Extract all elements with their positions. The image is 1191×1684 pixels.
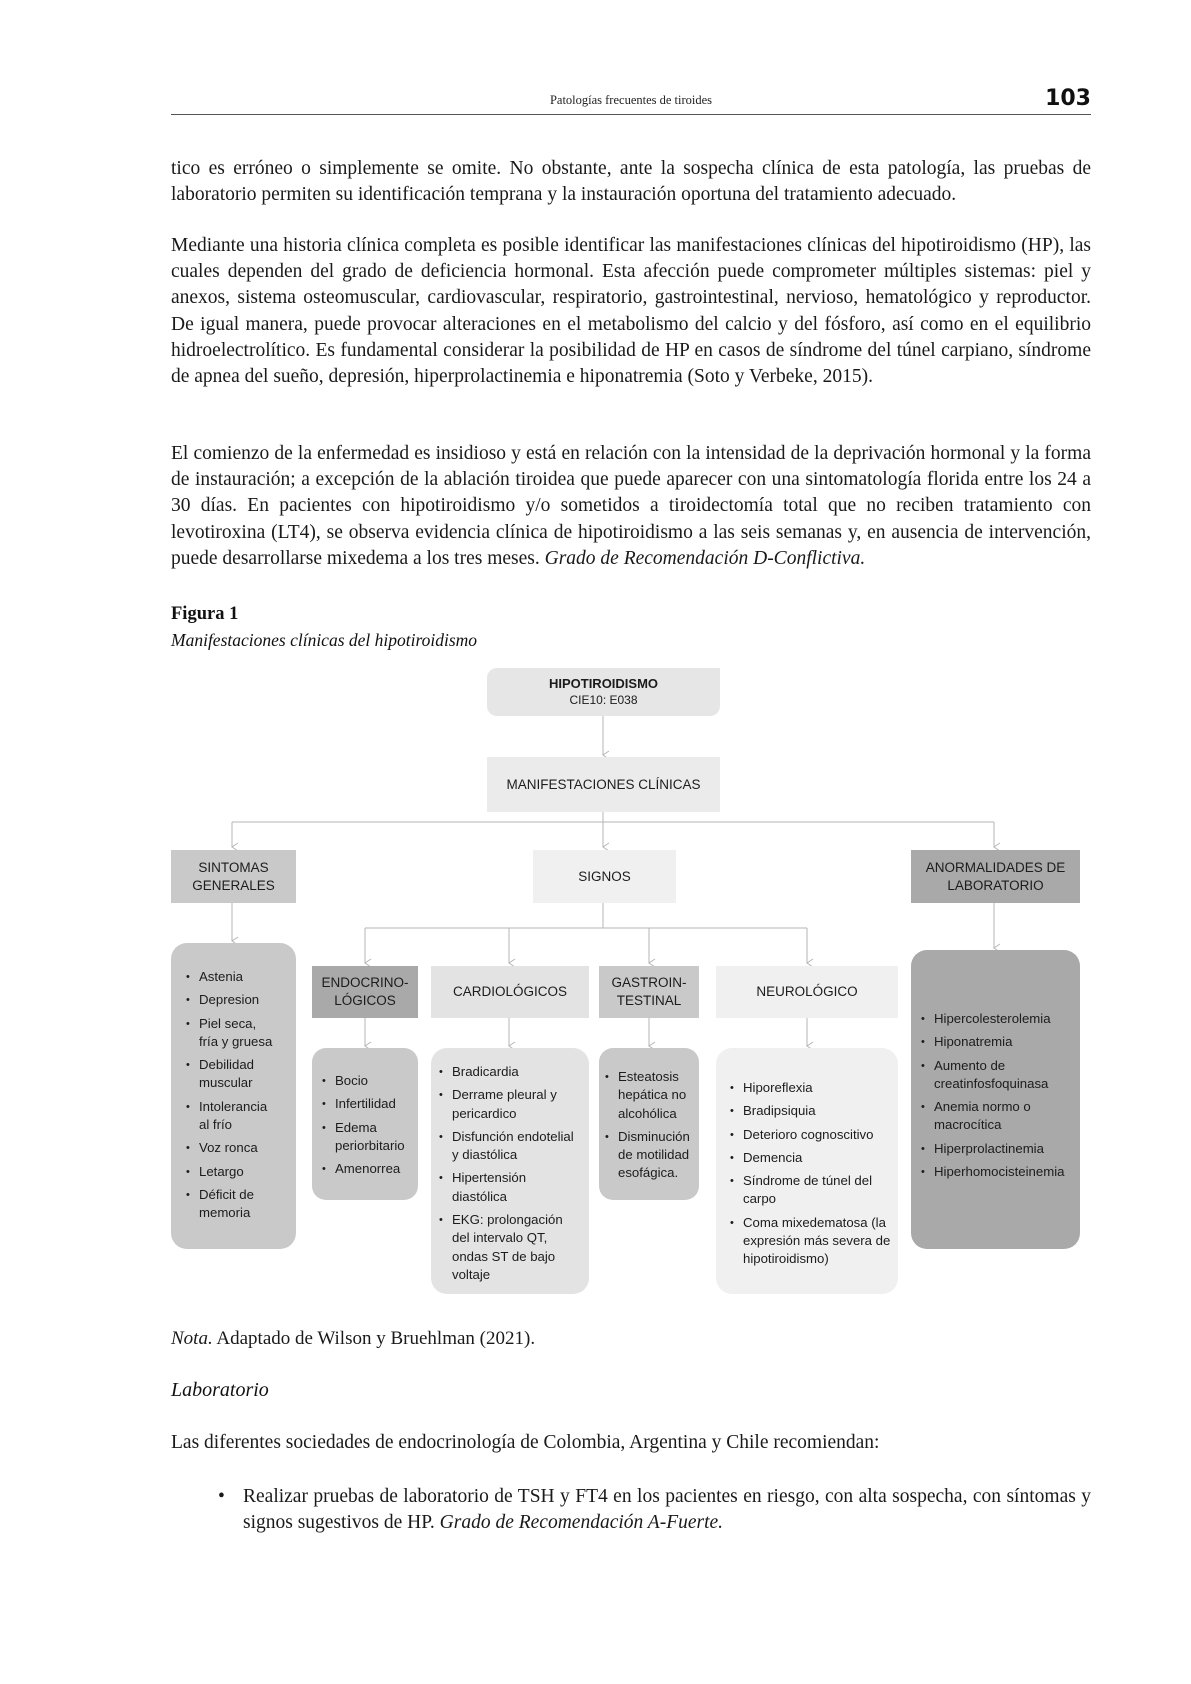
list-item: Bradicardia bbox=[437, 1063, 583, 1082]
running-header: Patologías frecuentes de tiroides 103 bbox=[171, 86, 1091, 115]
list-item: Derrame pleural y pericardico bbox=[437, 1086, 583, 1123]
figure-caption: Manifestaciones clínicas del hipotiroidi… bbox=[171, 630, 478, 650]
root-code: CIE10: E038 bbox=[569, 693, 638, 707]
root-title: HIPOTIROIDISMO bbox=[548, 676, 659, 691]
list-item: Hiperprolactinemia bbox=[919, 1140, 1076, 1159]
category-laboratorio: ANORMALIDADES DE LABORATORIO bbox=[911, 850, 1080, 903]
list-item: Aumento de creatinfosfoquinasa bbox=[919, 1057, 1076, 1094]
sub-gastro-title: GASTROIN- TESTINAL bbox=[611, 975, 687, 1008]
list-item: Astenia bbox=[184, 968, 288, 987]
list-item: Hipertensión diastólica bbox=[437, 1169, 583, 1206]
category-sintomas-title: SINTOMAS GENERALES bbox=[192, 859, 275, 893]
list-item: Letargo bbox=[184, 1163, 288, 1182]
list-item: Disminución de motilidad esofágica. bbox=[603, 1128, 695, 1183]
paragraph-4: Las diferentes sociedades de endocrinolo… bbox=[171, 1432, 880, 1453]
list-item: Coma mixedematosa (la expresión más seve… bbox=[728, 1214, 894, 1269]
category-sintomas: SINTOMAS GENERALES bbox=[171, 850, 296, 903]
bullet-marker: • bbox=[218, 1486, 225, 1507]
sub-neuro: NEUROLÓGICO bbox=[716, 966, 898, 1018]
paragraph-3: El comienzo de la enfermedad es insidios… bbox=[171, 441, 1091, 572]
sub-cardio: CARDIOLÓGICOS bbox=[431, 966, 589, 1018]
paragraph-2: Mediante una historia clínica completa e… bbox=[171, 235, 1091, 388]
list-item: Bradipsiquia bbox=[728, 1102, 894, 1121]
list-cardio: BradicardiaDerrame pleural y pericardico… bbox=[431, 1048, 589, 1294]
sub-neuro-title: NEUROLÓGICO bbox=[756, 984, 858, 999]
list-item: Déficit de memoria bbox=[184, 1186, 288, 1223]
list-item: Intolerancia al frío bbox=[184, 1098, 288, 1135]
list-item: Piel seca, fría y gruesa bbox=[184, 1015, 288, 1052]
running-title: Patologías frecuentes de tiroides bbox=[549, 93, 713, 107]
list-item: Infertilidad bbox=[320, 1095, 414, 1114]
recommendation-bullet: Realizar pruebas de laboratorio de TSH y… bbox=[243, 1484, 1091, 1536]
list-gastro: Esteatosis hepática no alcohólicaDisminu… bbox=[599, 1048, 699, 1200]
list-item: Hiporeflexia bbox=[728, 1079, 894, 1098]
figure-note: Nota. Adaptado de Wilson y Bruehlman (20… bbox=[171, 1328, 535, 1350]
list-item: Hiponatremia bbox=[919, 1033, 1076, 1052]
level2-title: MANIFESTACIONES CLÍNICAS bbox=[506, 776, 701, 792]
list-neuro: HiporeflexiaBradipsiquiaDeterioro cognos… bbox=[716, 1048, 898, 1294]
recommendation-grade: Grado de Recomendación D-Conflictiva. bbox=[544, 547, 866, 569]
list-sintomas: AsteniaDepresionPiel seca, fría y gruesa… bbox=[171, 943, 296, 1249]
list-item: Disfunción endotelial y diastólica bbox=[437, 1128, 583, 1165]
paragraph-3-text: El comienzo de la enfermedad es insidios… bbox=[171, 443, 1091, 569]
figure-label: Figura 1 bbox=[171, 604, 239, 624]
list-item: Síndrome de túnel del carpo bbox=[728, 1172, 894, 1209]
sub-endocrino: ENDOCRINO- LÓGICOS bbox=[312, 966, 418, 1018]
sub-gastro: GASTROIN- TESTINAL bbox=[599, 966, 699, 1018]
list-item: Demencia bbox=[728, 1149, 894, 1168]
list-item: Amenorrea bbox=[320, 1160, 414, 1179]
paragraph-1: tico es erróneo o simplemente se omite. … bbox=[171, 158, 1091, 206]
level2-box: MANIFESTACIONES CLÍNICAS bbox=[487, 757, 720, 812]
list-item: Voz ronca bbox=[184, 1139, 288, 1158]
list-item: Bocio bbox=[320, 1072, 414, 1091]
page-number: 103 bbox=[1045, 86, 1091, 111]
note-text: Adaptado de Wilson y Bruehlman (2021). bbox=[212, 1328, 536, 1349]
list-item: Edema periorbitario bbox=[320, 1119, 414, 1156]
list-endocrino: BocioInfertilidadEdema periorbitarioAmen… bbox=[312, 1048, 418, 1200]
sub-cardio-title: CARDIOLÓGICOS bbox=[452, 984, 568, 999]
bullet-text: Realizar pruebas de laboratorio de TSH y… bbox=[243, 1486, 1091, 1534]
category-signos: SIGNOS bbox=[533, 850, 676, 903]
list-item: Debilidad muscular bbox=[184, 1056, 288, 1093]
list-laboratorio: HipercolesterolemiaHiponatremiaAumento d… bbox=[911, 950, 1080, 1249]
category-signos-title: SIGNOS bbox=[578, 868, 631, 884]
list-item: EKG: prolongación del intervalo QT, onda… bbox=[437, 1211, 583, 1284]
list-item: Hiperhomocisteinemia bbox=[919, 1163, 1076, 1182]
list-item: Esteatosis hepática no alcohólica bbox=[603, 1068, 695, 1123]
sub-endocrino-title: ENDOCRINO- LÓGICOS bbox=[321, 975, 409, 1008]
list-item: Deterioro cognoscitivo bbox=[728, 1126, 894, 1145]
bullet-grade: Grado de Recomendación A-Fuerte. bbox=[439, 1512, 724, 1534]
root-box: HIPOTIROIDISMO CIE10: E038 bbox=[487, 668, 720, 716]
list-item: Depresion bbox=[184, 991, 288, 1010]
section-heading-laboratorio: Laboratorio bbox=[171, 1379, 269, 1401]
category-laboratorio-title: ANORMALIDADES DE LABORATORIO bbox=[925, 859, 1066, 893]
list-item: Anemia normo o macrocítica bbox=[919, 1098, 1076, 1135]
list-item: Hipercolesterolemia bbox=[919, 1010, 1076, 1029]
note-label: Nota. bbox=[171, 1328, 213, 1349]
